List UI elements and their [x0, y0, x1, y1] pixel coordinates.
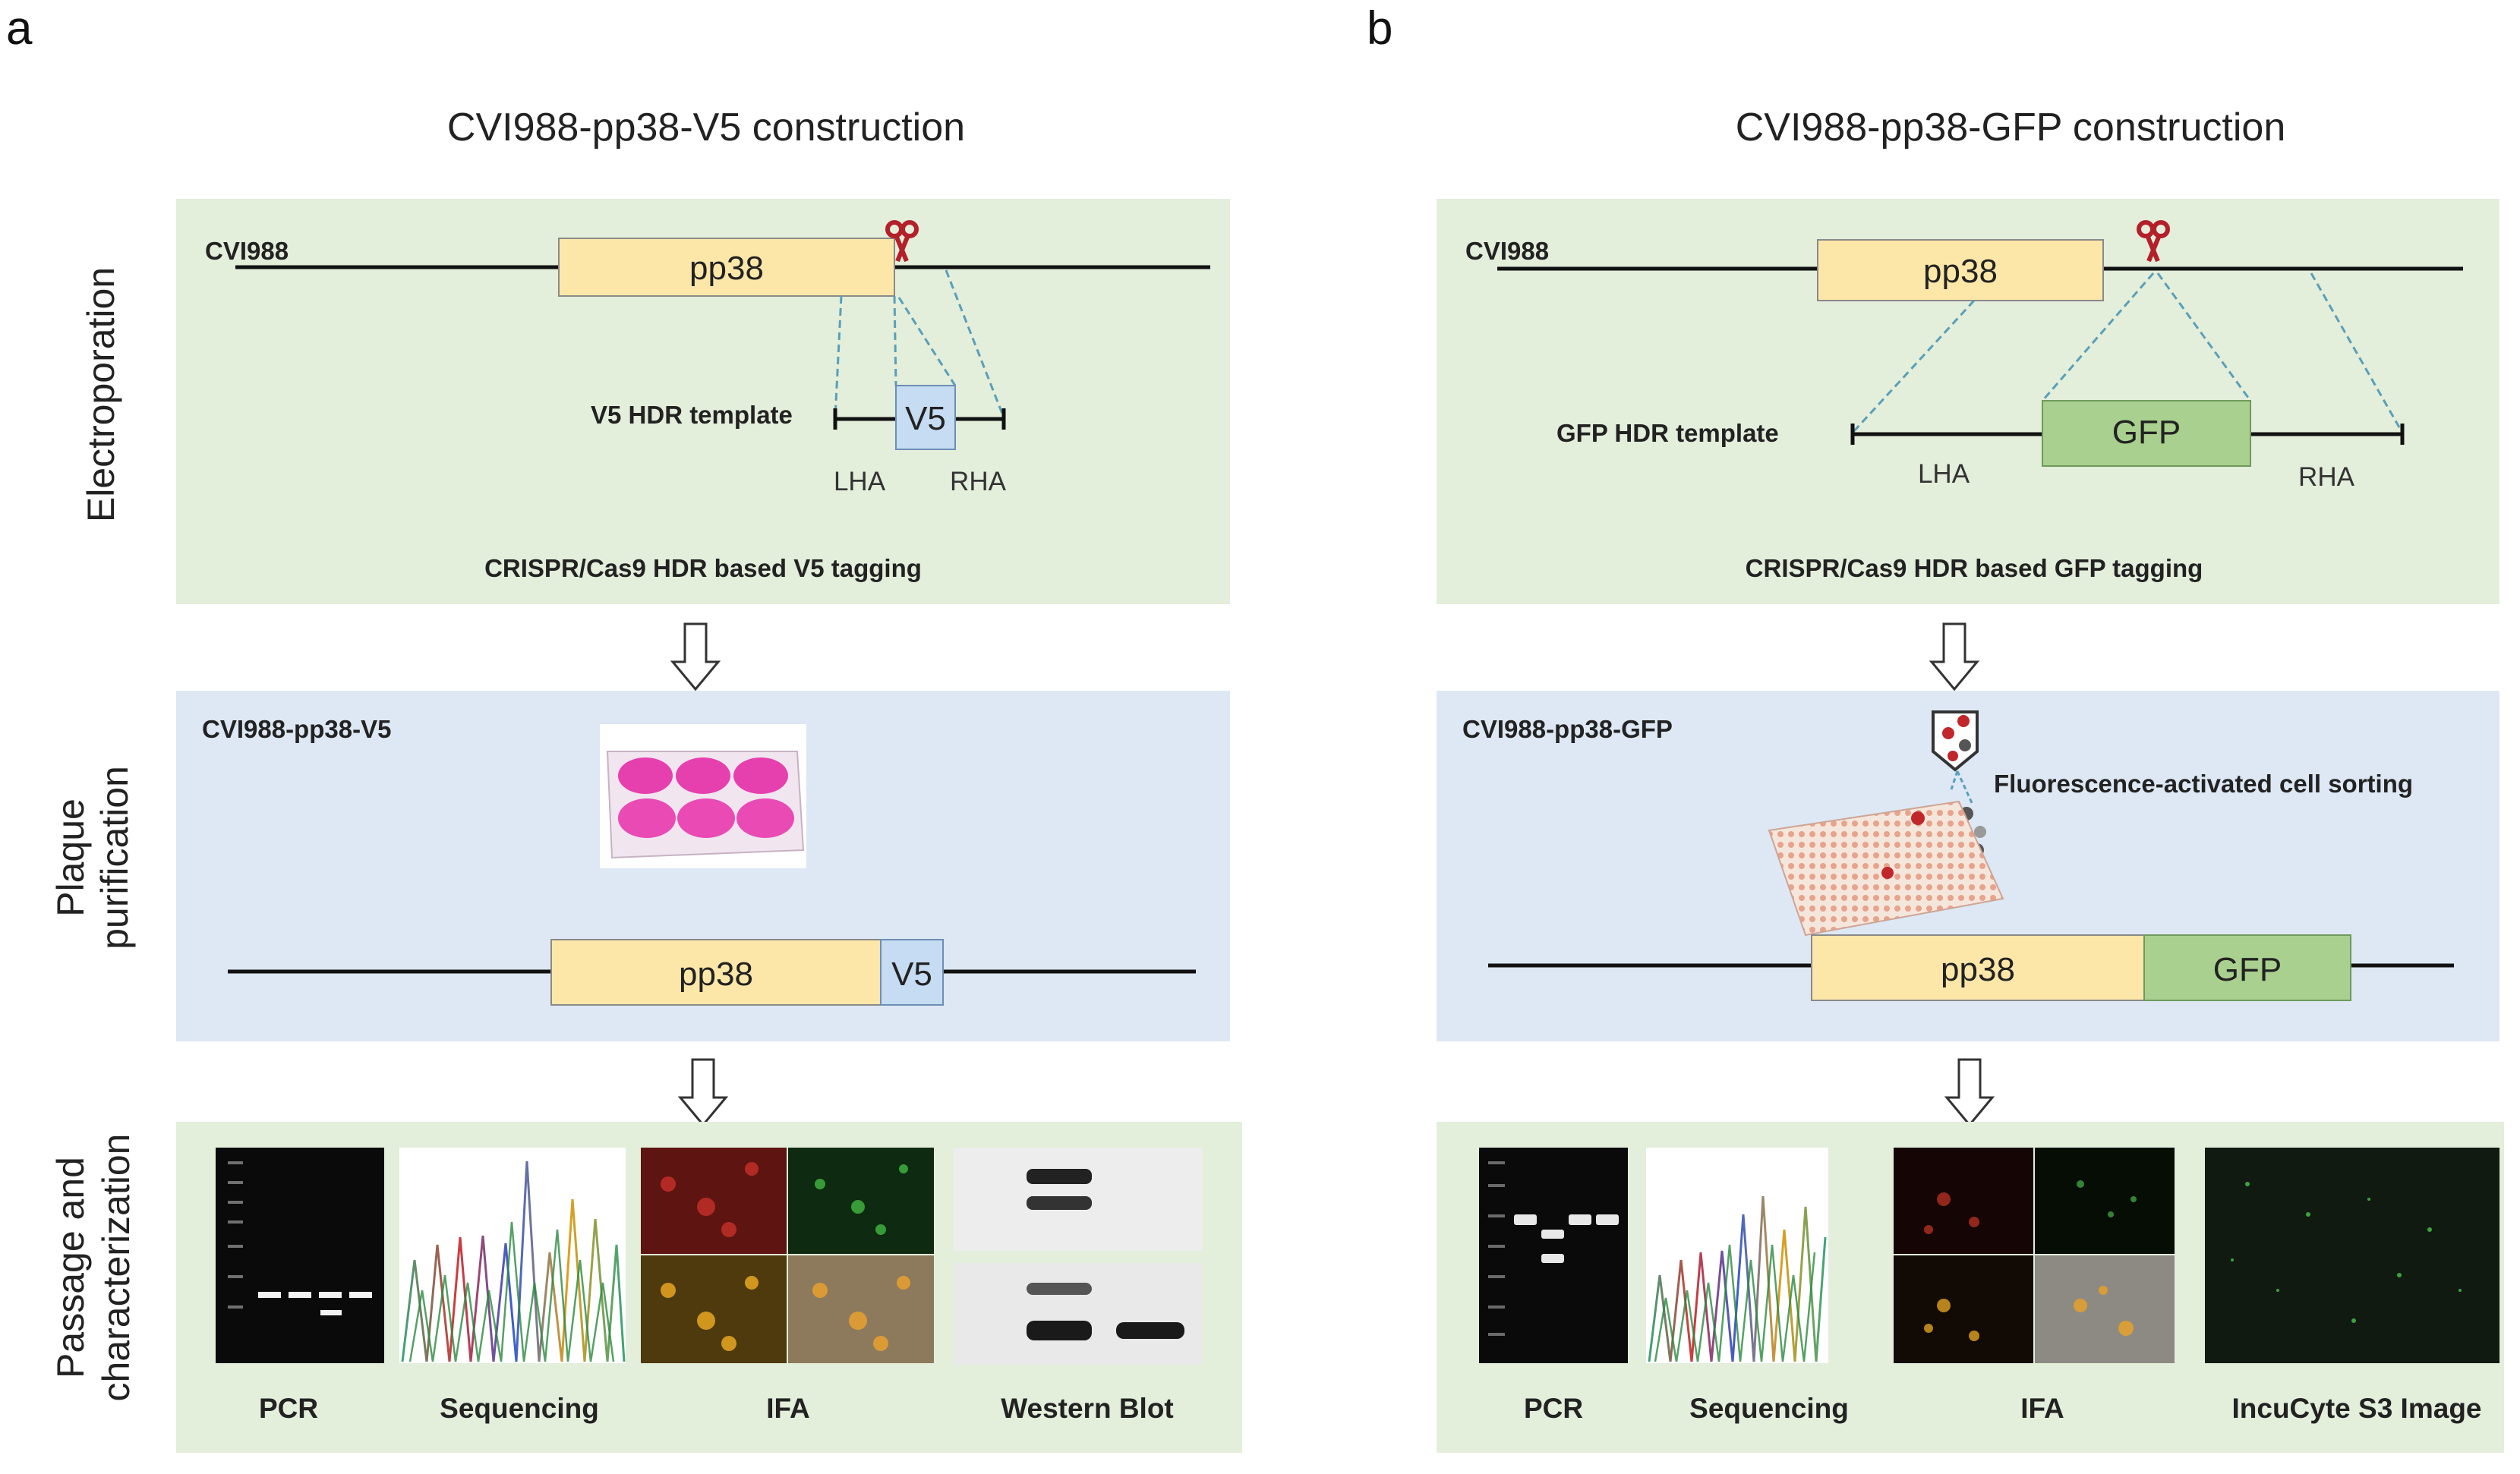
panel-a-v5-tag-box [895, 385, 956, 450]
svg-text:purification: purification [93, 766, 136, 950]
panel-b-gfp-tag-box [2042, 400, 2251, 467]
panel-b-stage2-strain-label: CVI988-pp38-GFP [1462, 715, 1673, 743]
panel-b-stage2-pp38-box [1811, 934, 2145, 1001]
panel-a-stage2-strain-label: CVI988-pp38-V5 [202, 715, 391, 743]
panel-a-caption-sequencing: Sequencing [440, 1393, 599, 1424]
panel-a-pp38-box [558, 238, 895, 297]
panel-a-pp38-label: pp38 [689, 250, 764, 287]
panel-a-caption-pcr: PCR [259, 1393, 318, 1424]
panel-b-lha-label: LHA [1918, 459, 1970, 489]
down-arrow-icon [670, 622, 721, 691]
svg-text:Plaque: Plaque [49, 798, 92, 917]
panel-b-stage2-gfp-label: GFP [2213, 951, 2282, 988]
panel-b-stage2-pp38-label: pp38 [1941, 951, 2015, 988]
down-arrow-icon [677, 1058, 729, 1127]
cell-culture-plate-icon [600, 724, 806, 868]
panel-b-title: CVI988-pp38-GFP construction [1736, 106, 2286, 150]
panel-a-stage2-pp38-label: pp38 [679, 956, 753, 993]
panel-b-caption-incucyte: IncuCyte S3 Image [2231, 1393, 2481, 1424]
panel-letter-a: a [6, 2, 33, 55]
panel-a-sequencing-chromatogram [399, 1148, 626, 1363]
panel-b-pcr-gel-image [1479, 1148, 1628, 1363]
panel-b-pp38-box [1817, 239, 2104, 301]
stage-label-passage-characterization: Passage and characterization [49, 1134, 137, 1402]
panel-b-rha-label: RHA [2298, 462, 2355, 492]
panel-letter-b: b [1367, 2, 1392, 55]
panel-a-title: CVI988-pp38-V5 construction [447, 106, 965, 150]
down-arrow-icon [1944, 1058, 1995, 1127]
panel-b-caption-ifa: IFA [2020, 1393, 2064, 1424]
panel-a-stage1-caption: CRISPR/Cas9 HDR based V5 tagging [484, 554, 922, 582]
panel-b-sequencing-chromatogram [1646, 1148, 1828, 1363]
panel-a-stage2-v5-label: V5 [891, 956, 932, 993]
stage-label-electroporation: Electroporation [80, 267, 122, 522]
scissors-icon [2137, 220, 2170, 263]
panel-a-ifa-images [641, 1148, 934, 1363]
panel-a-v5-tag-label: V5 [905, 400, 946, 437]
svg-text:characterization: characterization [95, 1134, 137, 1402]
panel-b-stage1-caption: CRISPR/Cas9 HDR based GFP tagging [1746, 554, 2203, 582]
facs-tube-icon [1932, 710, 1986, 857]
panel-b-caption-pcr: PCR [1524, 1393, 1583, 1424]
panel-a-rha-label: RHA [950, 467, 1007, 496]
panel-a-strain-label: CVI988 [205, 237, 289, 265]
panel-b-template-label: GFP HDR template [1556, 419, 1779, 447]
panel-a-stage2-v5-box [880, 939, 944, 1006]
panel-a-stage2-pp38-box [550, 939, 882, 1006]
panel-a-caption-western-blot: Western Blot [1001, 1393, 1174, 1424]
well-plate-icon [1768, 800, 2004, 937]
panel-b-sorting-label: Fluorescence-activated cell sorting [1994, 770, 2413, 798]
stage-label-plaque-purification: Plaque purification [49, 766, 136, 950]
panel-b-incucyte-image [2205, 1148, 2499, 1363]
panel-a-pcr-gel-image [216, 1148, 384, 1363]
panel-a-lha-label: LHA [834, 467, 886, 496]
panel-b-ifa-images [1894, 1148, 2175, 1363]
scissors-icon [885, 220, 919, 263]
panel-a-caption-ifa: IFA [766, 1393, 810, 1424]
panel-b-stage2-gfp-box [2143, 934, 2351, 1001]
panel-b-caption-sequencing: Sequencing [1689, 1393, 1849, 1424]
panel-a-western-blot-image [954, 1148, 1203, 1365]
panel-a-template-label: V5 HDR template [591, 401, 793, 429]
panel-b-strain-label: CVI988 [1465, 237, 1549, 265]
svg-text:Passage and: Passage and [49, 1157, 92, 1378]
panel-b-gfp-tag-label: GFP [2112, 414, 2181, 451]
panel-b-pp38-label: pp38 [1923, 253, 1998, 290]
down-arrow-icon [1929, 622, 1980, 691]
